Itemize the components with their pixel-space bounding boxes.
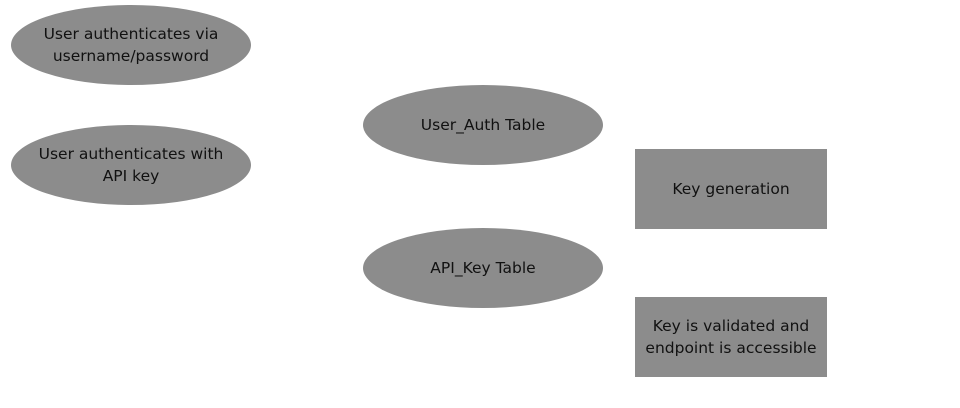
api-key-table-node: API_Key Table xyxy=(363,228,603,308)
key-validated-label: Key is validated and endpoint is accessi… xyxy=(645,317,817,357)
user-auth-table-label: User_Auth Table xyxy=(420,116,546,134)
key-generation-node: Key generation xyxy=(635,149,827,229)
user-auth-table-node: User_Auth Table xyxy=(363,85,603,165)
auth-username-password-node: User authenticates via username/password xyxy=(11,5,251,85)
auth-username-password-label: User authenticates via username/password xyxy=(43,25,219,65)
auth-api-key-node: User authenticates with API key xyxy=(11,125,251,205)
auth-api-key-label: User authenticates with API key xyxy=(38,145,224,185)
api-key-table-label: API_Key Table xyxy=(430,259,536,277)
key-generation-label: Key generation xyxy=(672,180,790,198)
key-validated-node: Key is validated and endpoint is accessi… xyxy=(635,297,827,377)
